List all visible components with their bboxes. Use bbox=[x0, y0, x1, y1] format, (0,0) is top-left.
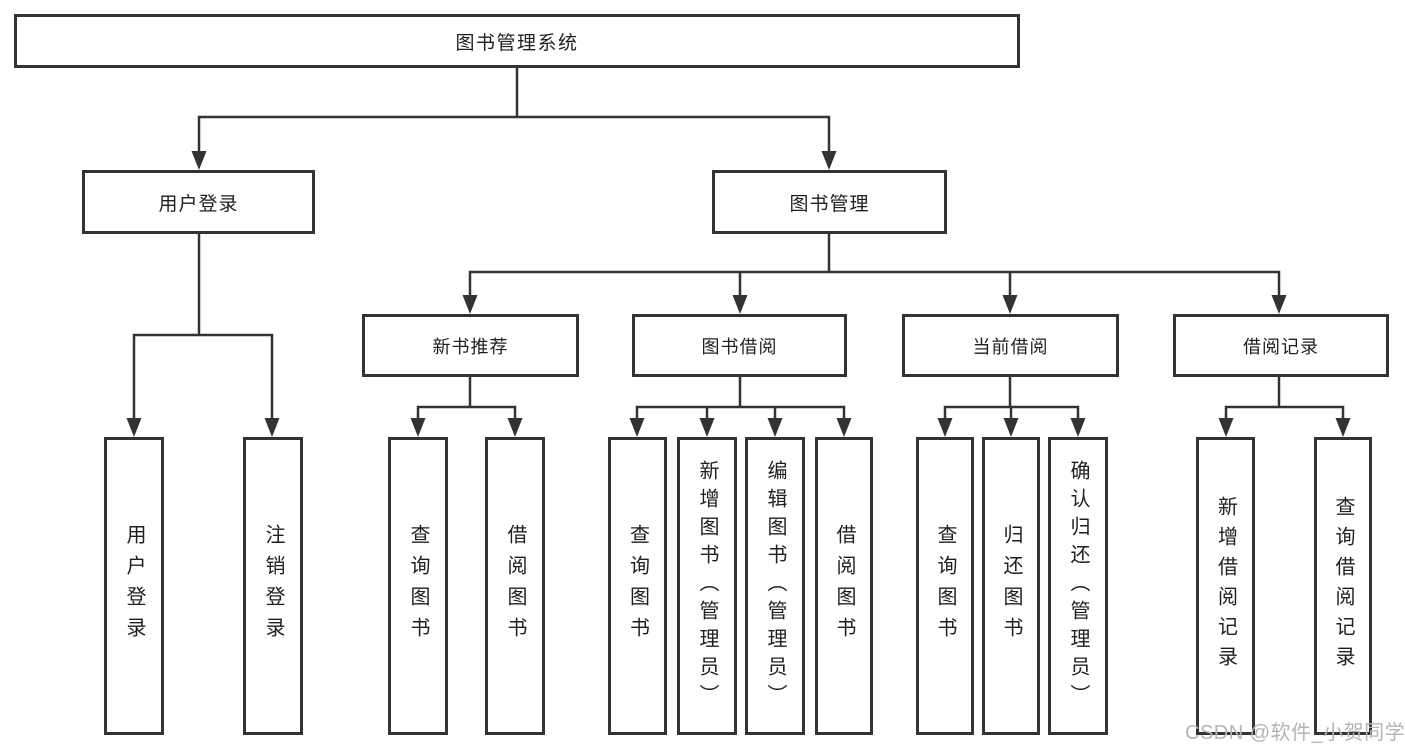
node-label: 新书推荐 bbox=[432, 336, 509, 357]
node-label: 借阅图书 bbox=[833, 524, 855, 648]
connector-current-borrow-split bbox=[937, 377, 1086, 437]
node-label: 注销登录 bbox=[262, 524, 284, 648]
leaf-query-borrow-record: 查询借阅记录 bbox=[1314, 437, 1372, 735]
node-label: 借阅记录 bbox=[1243, 336, 1319, 357]
node-label: 用户登录 bbox=[158, 193, 239, 215]
node-label: 编辑图书（管理员） bbox=[764, 460, 786, 712]
node-book-borrow: 图书借阅 bbox=[632, 314, 847, 377]
node-label: 图书管理系统 bbox=[455, 32, 579, 54]
node-label: 查询图书 bbox=[407, 524, 429, 648]
node-label: 确认归还（管理员） bbox=[1067, 460, 1089, 712]
node-label: 查询借阅记录 bbox=[1332, 496, 1354, 676]
node-user-login-branch: 用户登录 bbox=[82, 170, 315, 234]
watermark: CSDN @软件_小贺同学 bbox=[1185, 722, 1405, 744]
node-label: 图书管理 bbox=[789, 193, 870, 215]
node-label: 借阅图书 bbox=[504, 524, 526, 648]
connector-new-book-split bbox=[410, 377, 523, 437]
leaf-return-books: 归还图书 bbox=[982, 437, 1040, 735]
node-label: 用户登录 bbox=[123, 524, 145, 648]
node-current-borrow: 当前借阅 bbox=[902, 314, 1119, 377]
leaf-query-books-current: 查询图书 bbox=[916, 437, 974, 735]
leaf-borrow-books-recommend: 借阅图书 bbox=[485, 437, 545, 735]
node-root: 图书管理系统 bbox=[14, 14, 1020, 68]
connector-root-split bbox=[191, 66, 837, 170]
node-label: 新增图书（管理员） bbox=[696, 460, 718, 712]
leaf-add-borrow-record: 新增借阅记录 bbox=[1196, 437, 1255, 735]
leaf-borrow-books: 借阅图书 bbox=[815, 437, 873, 735]
leaf-user-login: 用户登录 bbox=[104, 437, 164, 735]
connector-book-borrow-split bbox=[629, 377, 852, 437]
node-label: 图书借阅 bbox=[701, 336, 778, 357]
node-label: 查询图书 bbox=[626, 524, 649, 648]
leaf-query-books-borrow: 查询图书 bbox=[608, 437, 667, 735]
connector-book-management-split bbox=[462, 233, 1287, 314]
node-label: 归还图书 bbox=[1000, 524, 1022, 648]
node-book-management: 图书管理 bbox=[712, 170, 947, 234]
connector-borrow-records-split bbox=[1218, 377, 1351, 437]
leaf-add-book-admin: 新增图书（管理员） bbox=[677, 437, 737, 735]
leaf-query-books-recommend: 查询图书 bbox=[388, 437, 448, 735]
leaf-logout: 注销登录 bbox=[243, 437, 303, 735]
node-new-book-recommend: 新书推荐 bbox=[362, 314, 579, 377]
node-label: 当前借阅 bbox=[972, 336, 1049, 357]
leaf-confirm-return-admin: 确认归还（管理员） bbox=[1048, 437, 1108, 735]
connector-user-login-split bbox=[126, 233, 280, 437]
node-label: 新增借阅记录 bbox=[1214, 496, 1237, 676]
leaf-edit-book-admin: 编辑图书（管理员） bbox=[745, 437, 805, 735]
node-borrow-records: 借阅记录 bbox=[1173, 314, 1389, 377]
node-label: 查询图书 bbox=[934, 524, 956, 648]
